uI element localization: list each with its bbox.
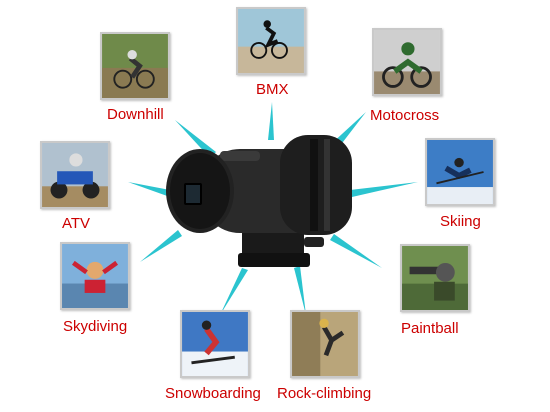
atv-photo xyxy=(40,141,110,209)
bmx-label: BMX xyxy=(256,81,289,98)
paintball-photo xyxy=(400,244,470,312)
motocross-label: Motocross xyxy=(370,107,440,124)
bmx-photo xyxy=(236,7,306,75)
camera-mount xyxy=(238,230,324,267)
downhill-photo xyxy=(100,32,170,100)
skydiving-label: Skydiving xyxy=(63,318,128,335)
ray-rock-climbing xyxy=(294,266,306,315)
atv-label: ATV xyxy=(62,215,91,232)
ray-skiing xyxy=(350,182,418,197)
skiing-photo xyxy=(425,138,495,206)
camera-lens xyxy=(166,149,234,233)
ray-atv xyxy=(128,182,170,197)
helmet-camera xyxy=(166,135,352,267)
camera-body xyxy=(200,135,352,235)
skiing-label: Skiing xyxy=(440,213,481,230)
snowboarding-photo xyxy=(180,310,250,378)
paintball-label: Paintball xyxy=(401,320,459,337)
ray-downhill xyxy=(175,120,216,158)
ray-bmx xyxy=(268,102,274,140)
ray-paintball xyxy=(330,234,382,268)
skydiving-photo xyxy=(60,242,130,310)
snowboarding-label: Snowboarding xyxy=(165,385,261,402)
rock-climbing-photo xyxy=(290,310,360,378)
rock-climbing-label: Rock-climbing xyxy=(277,385,372,402)
ray-snowboarding xyxy=(220,268,248,315)
motocross-photo xyxy=(372,28,442,96)
downhill-label: Downhill xyxy=(107,106,164,123)
ray-skydiving xyxy=(140,230,182,262)
